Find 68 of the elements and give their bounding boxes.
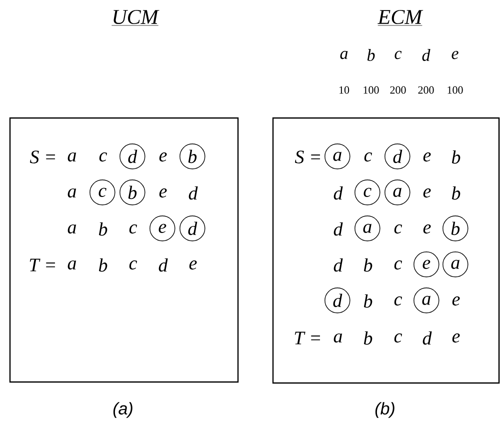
letter: b [452,186,460,200]
letter: e [423,152,431,162]
letter: b [364,294,372,308]
letter: e [452,333,460,343]
letter: d [188,186,198,200]
letter: d [422,331,432,345]
circled-letter: d [384,144,410,170]
circled-letter: a [384,180,410,206]
letter: a [68,188,76,198]
letter: a [68,224,76,234]
panel-caption: (a) [113,402,132,418]
circled-letter: e [414,252,440,278]
column-letter: c [394,50,402,60]
equation-prefix: T = [30,258,55,272]
letter: c [394,333,402,343]
circled-letter: c [354,180,380,206]
letter: e [452,296,460,306]
panel-caption: (b) [375,402,394,418]
letter: b [364,331,372,345]
circled-letter: e [150,216,176,242]
weight-value: 200 [418,86,434,94]
equation-prefix: S = [30,150,55,164]
circled-letter: a [354,216,380,242]
letter: d [158,258,168,272]
circled-letter: b [180,144,206,170]
letter: a [334,333,342,343]
equation-prefix: T = [294,332,320,344]
weight-value: 10 [339,86,350,94]
node-label: ECM [378,10,424,24]
equation-prefix: S = [294,150,320,164]
weight-value: 100 [364,86,379,94]
letter: b [364,258,372,272]
circled-letter: d [324,288,350,314]
node-label: UCM [114,10,160,24]
letter: e [159,188,167,198]
letter: e [189,260,197,270]
letter: c [394,260,402,270]
circled-letter: a [442,252,468,278]
circled-letter: b [442,216,468,242]
letter: d [334,258,343,272]
letter: e [423,188,431,198]
column-letter: d [422,49,430,61]
letter: c [394,224,402,234]
letter: e [423,224,431,234]
weight-value: 100 [448,86,463,94]
column-letter: b [367,49,375,61]
column-letter: a [340,50,348,60]
column-letter: e [452,50,458,60]
letter: a [68,152,76,162]
circled-letter: a [414,288,440,314]
letter: c [394,296,402,306]
circled-letter: d [120,144,146,170]
letter: b [452,150,460,164]
letter: a [68,260,76,270]
letter: c [129,260,137,270]
circled-letter: d [180,216,206,242]
letter: c [129,224,137,234]
letter: b [98,258,108,272]
circled-letter: c [90,180,116,206]
letter: b [98,222,108,236]
weight-value: 200 [390,86,406,94]
letter: e [159,152,167,162]
circled-letter: a [324,144,350,170]
letter: d [334,186,343,200]
circled-letter: b [120,180,146,206]
letter: c [99,152,107,162]
letter: c [364,152,372,162]
letter: d [334,222,343,236]
